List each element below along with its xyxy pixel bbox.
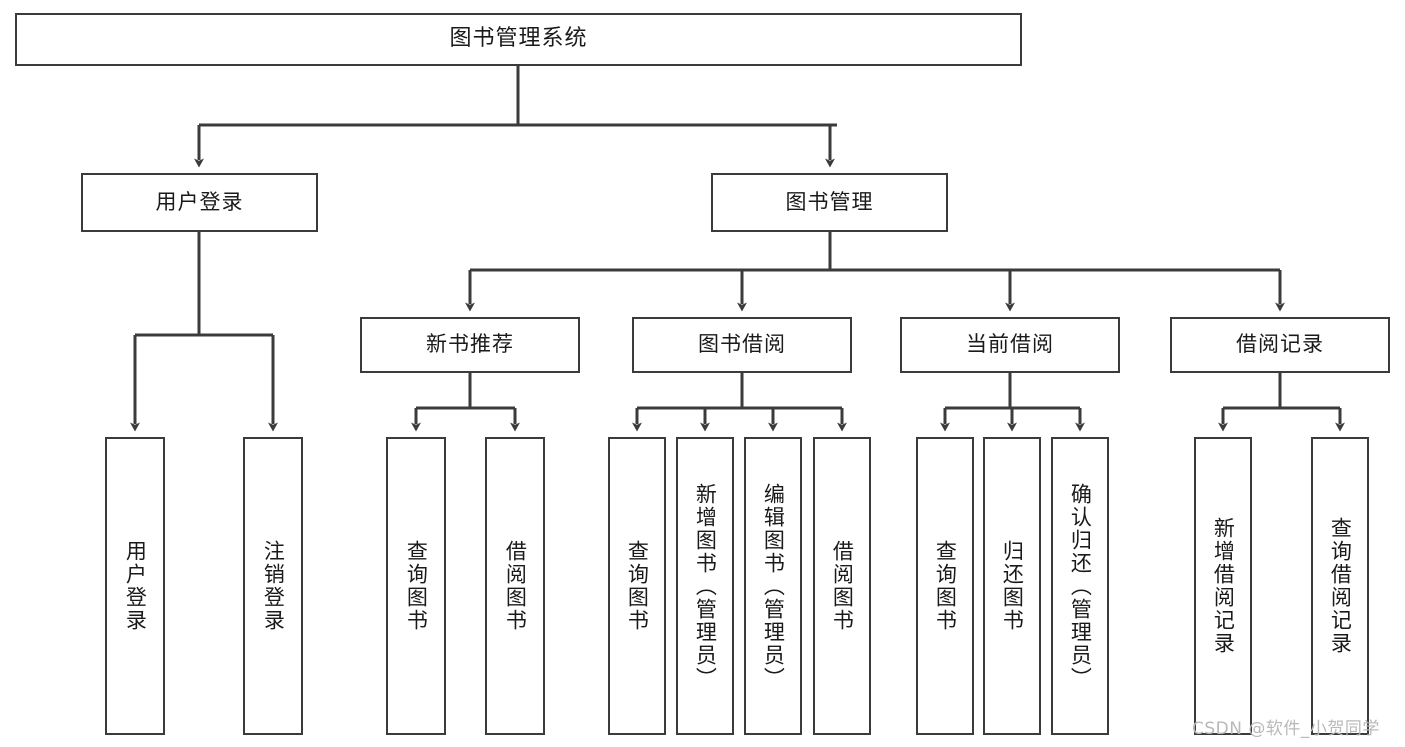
edge-bookmgmt-to-level3 [465,232,1285,312]
leaf-add-borrow-record[interactable]: 新增借阅记录 [1194,437,1252,735]
leaf-user-login-label: 用户登录 [123,540,148,632]
edge-current-to-leaves [940,373,1085,432]
leaf-user-logout-label: 注销登录 [261,540,286,632]
edge-records-to-leaves [1218,373,1345,432]
watermark: CSDN @软件_小贺同学 [1192,719,1380,739]
node-user-login[interactable]: 用户登录 [81,173,318,232]
leaf-confirm-return-admin-label: 确认归还（管理员） [1068,482,1093,690]
leaf-borrow-book[interactable]: 借阅图书 [813,437,871,735]
leaf-borrow-book-recommend-label: 借阅图书 [503,540,528,632]
node-root-label: 图书管理系统 [449,26,588,52]
node-current-borrow-label: 当前借阅 [966,332,1054,357]
leaf-edit-book-admin-label: 编辑图书（管理员） [761,482,786,690]
leaf-borrow-book-recommend[interactable]: 借阅图书 [485,437,545,735]
leaf-user-login[interactable]: 用户登录 [105,437,165,735]
node-book-management-label: 图书管理 [785,189,874,214]
node-user-login-label: 用户登录 [155,189,244,214]
edge-newbook-to-leaves [411,373,520,432]
leaf-query-book-current-label: 查询图书 [933,540,958,632]
node-borrow-records[interactable]: 借阅记录 [1170,317,1390,373]
leaf-query-borrow-record[interactable]: 查询借阅记录 [1311,437,1369,735]
node-current-borrow[interactable]: 当前借阅 [900,317,1120,373]
edge-root-to-level2 [194,66,837,168]
leaf-query-book-borrow-label: 查询图书 [625,540,650,632]
leaf-confirm-return-admin[interactable]: 确认归还（管理员） [1051,437,1109,735]
leaf-user-logout[interactable]: 注销登录 [243,437,303,735]
leaf-return-book-label: 归还图书 [1000,540,1025,632]
leaf-edit-book-admin[interactable]: 编辑图书（管理员） [744,437,802,735]
leaf-borrow-book-label: 借阅图书 [830,540,855,632]
node-borrow-records-label: 借阅记录 [1236,332,1324,357]
node-book-borrow-label: 图书借阅 [698,332,786,357]
node-book-management[interactable]: 图书管理 [711,173,948,232]
node-root[interactable]: 图书管理系统 [15,13,1022,66]
node-new-book-recommend[interactable]: 新书推荐 [360,317,580,373]
leaf-add-book-admin[interactable]: 新增图书（管理员） [676,437,734,735]
leaf-query-book-current[interactable]: 查询图书 [916,437,974,735]
leaf-add-book-admin-label: 新增图书（管理员） [693,482,718,690]
node-book-borrow[interactable]: 图书借阅 [632,317,852,373]
leaf-query-book-borrow[interactable]: 查询图书 [608,437,666,735]
edge-borrow-to-leaves [632,373,847,432]
leaf-query-book-recommend-label: 查询图书 [404,540,429,632]
leaf-add-borrow-record-label: 新增借阅记录 [1211,517,1236,655]
leaf-query-book-recommend[interactable]: 查询图书 [386,437,446,735]
leaf-query-borrow-record-label: 查询借阅记录 [1328,517,1353,655]
edge-userlogin-to-leaves [130,232,278,432]
leaf-return-book[interactable]: 归还图书 [983,437,1041,735]
node-new-book-recommend-label: 新书推荐 [426,332,514,357]
